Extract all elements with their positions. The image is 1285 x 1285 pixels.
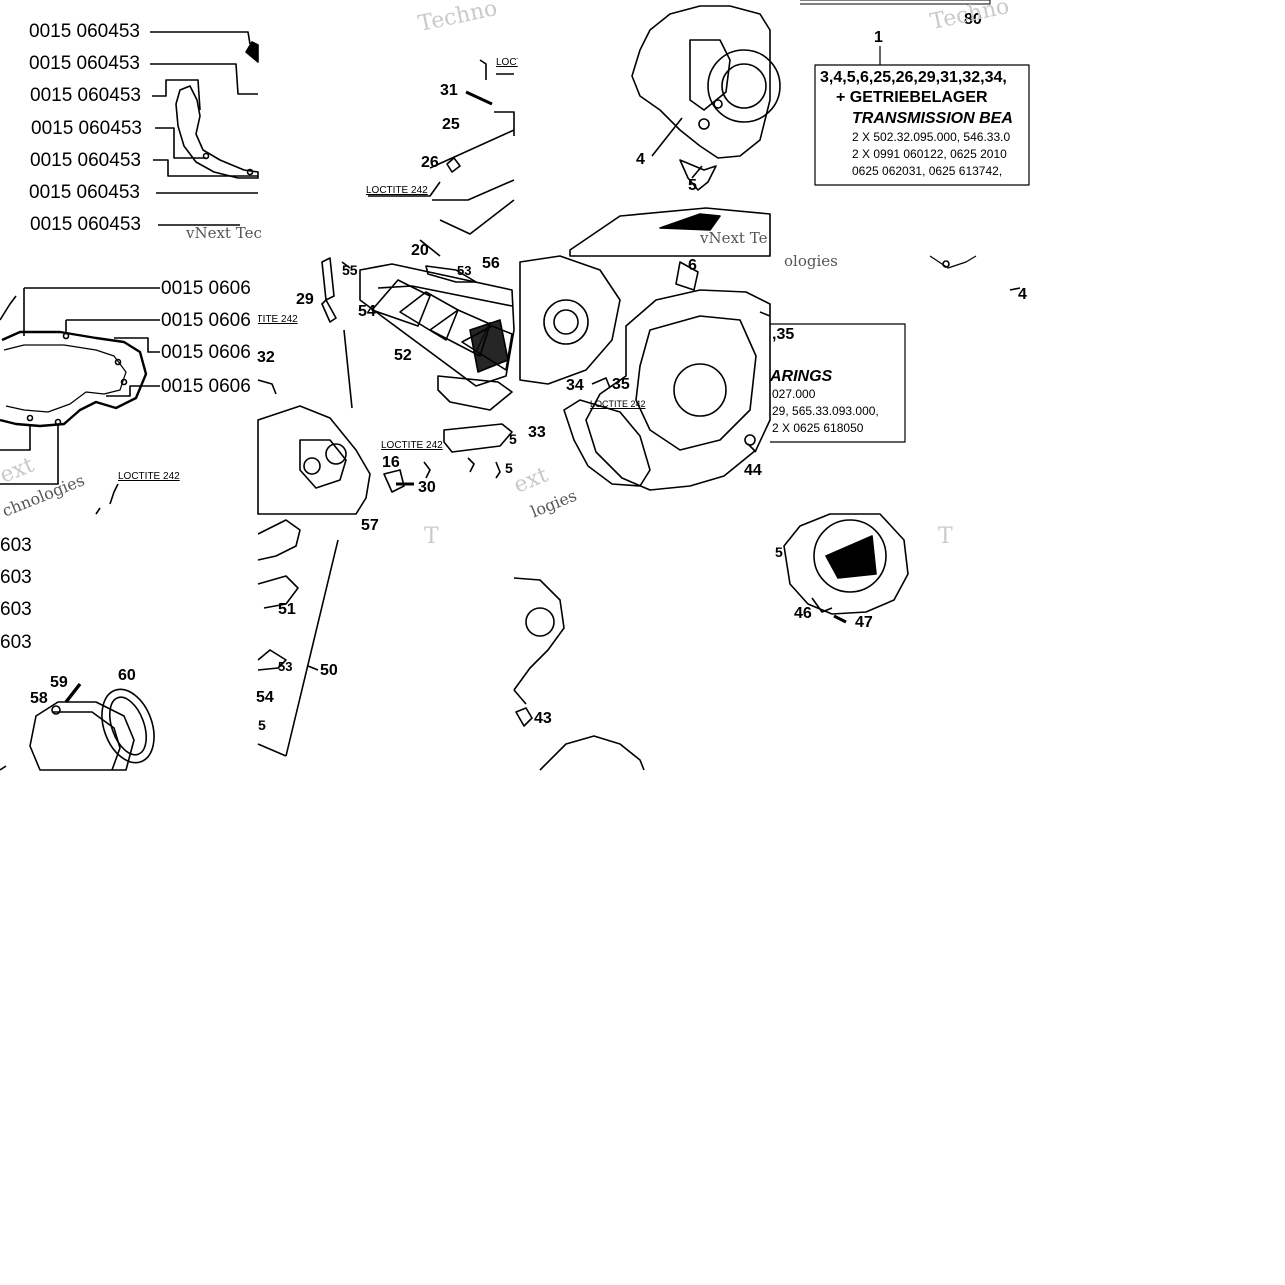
callout-number: 53 bbox=[457, 263, 472, 278]
kit-part-line: 2 X 0991 060122, 0625 2010 bbox=[852, 148, 1007, 160]
watermark: T bbox=[424, 524, 439, 549]
kit-parts-list: ,35 bbox=[772, 326, 795, 343]
callout-number: 30 bbox=[418, 479, 436, 496]
kit-part-line: 2 X 502.32.095.000, 546.33.0 bbox=[852, 131, 1011, 143]
callout-number: 5 bbox=[509, 431, 517, 447]
part-number-label: 0015 060453 bbox=[30, 150, 141, 171]
part-number-label: 0015 060453 bbox=[29, 53, 140, 74]
kit-title-english: TRANSMISSION BEA bbox=[852, 111, 1013, 127]
part-number-label: 0015 060453 bbox=[29, 21, 140, 42]
callout-number: 43 bbox=[534, 710, 552, 727]
callout-number: 57 bbox=[361, 517, 379, 534]
part-number-label: 0015 0606 bbox=[161, 376, 251, 397]
kit-part-line: 29, 565.33.093.000, bbox=[772, 404, 879, 418]
callout-number: 5 bbox=[505, 460, 513, 476]
part-number-label: 603 bbox=[0, 567, 32, 588]
callout-number: 54 bbox=[358, 303, 376, 320]
watermark: vNext Tec bbox=[186, 224, 262, 242]
kit-title-english: ARINGS bbox=[770, 368, 833, 385]
callout-number: 53 bbox=[278, 659, 293, 674]
loctite-label: LOCTITE 242 bbox=[496, 57, 558, 68]
loctite-label: LOCTITE 242 bbox=[381, 440, 443, 451]
part-number-label: 0015 0606 bbox=[161, 342, 251, 363]
callout-number: 16 bbox=[382, 454, 400, 471]
callout-number: 58 bbox=[30, 690, 48, 707]
callout-number: 55 bbox=[342, 262, 358, 278]
callout-number: 59 bbox=[50, 674, 68, 691]
part-number-label: 0015 0606 bbox=[161, 278, 251, 299]
kit-title-german: + GETRIEBELAGER bbox=[836, 89, 988, 106]
callout-number: 44 bbox=[744, 462, 762, 479]
callout-number: 26 bbox=[421, 154, 439, 171]
callout-number: 34 bbox=[566, 377, 584, 394]
loctite-label: LOCTITE 242 bbox=[366, 185, 428, 196]
callout-number: 1 bbox=[874, 29, 883, 46]
kit-part-line: 027.000 bbox=[772, 387, 816, 401]
callout-number: 33 bbox=[528, 424, 546, 441]
callout-number: 4 bbox=[1018, 286, 1027, 303]
callout-number: 25 bbox=[442, 116, 460, 133]
watermark: T bbox=[938, 524, 953, 549]
callout-number: 35 bbox=[612, 376, 630, 393]
callout-number: 47 bbox=[855, 614, 873, 631]
callout-number: 32 bbox=[257, 349, 275, 366]
part-number-label: 603 bbox=[0, 632, 32, 653]
gasket-outline bbox=[175, 85, 259, 179]
loctite-label: LOCTITE 242 bbox=[590, 399, 646, 409]
watermark: vNext Te bbox=[700, 229, 768, 247]
callout-number: 52 bbox=[394, 347, 412, 364]
part-number-label: 0015 0606 bbox=[161, 310, 251, 331]
callout-number: 29 bbox=[296, 291, 314, 308]
callout-number: 56 bbox=[482, 255, 500, 272]
callout-number: 20 bbox=[411, 242, 429, 259]
loctite-label: LOCTITE 242 bbox=[236, 314, 298, 325]
callout-number: 54 bbox=[256, 689, 274, 706]
part-number-label: 0015 060453 bbox=[30, 214, 141, 235]
callout-number: 60 bbox=[118, 667, 136, 684]
callout-number: 80 bbox=[964, 11, 982, 28]
kit-part-line: 2 X 0625 618050 bbox=[772, 421, 864, 435]
kit-parts-list: 3,4,5,6,25,26,29,31,32,34, bbox=[820, 70, 1007, 86]
callout-number: 31 bbox=[440, 82, 458, 99]
part-number-label: 0015 060453 bbox=[31, 118, 142, 139]
callout-number: 51 bbox=[278, 601, 296, 618]
part-number-label: 603 bbox=[0, 599, 32, 620]
watermark: ologies bbox=[784, 252, 838, 270]
callout-number: 50 bbox=[320, 662, 338, 679]
part-number-label: 0015 060453 bbox=[29, 182, 140, 203]
callout-number: 5 bbox=[775, 544, 783, 560]
kit-part-line: 0625 062031, 0625 613742, bbox=[852, 165, 1003, 177]
callout-number: 4 bbox=[636, 151, 645, 168]
callout-number: 5 bbox=[688, 177, 697, 194]
part-number-label: 0015 060453 bbox=[30, 85, 141, 106]
part-number-label: 603 bbox=[0, 535, 32, 556]
callout-number: 46 bbox=[794, 605, 812, 622]
callout-number: 6 bbox=[688, 257, 697, 274]
loctite-label: LOCTITE 242 bbox=[118, 471, 180, 482]
callout-number: 5 bbox=[258, 717, 266, 733]
